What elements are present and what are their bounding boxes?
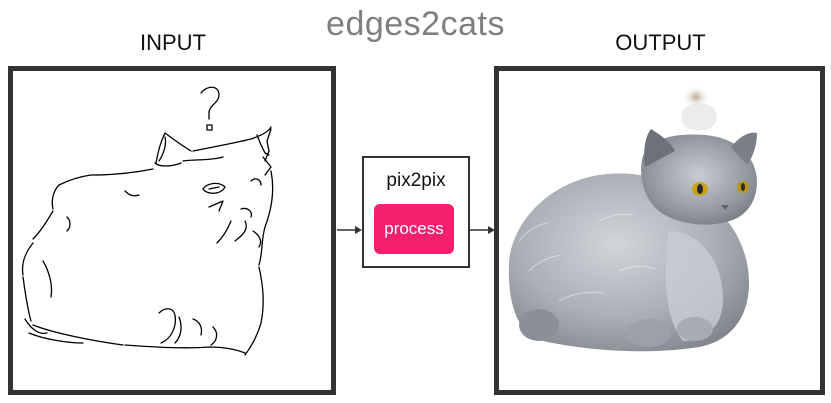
- model-box: pix2pix process: [362, 156, 470, 268]
- arrow-right-icon: [337, 226, 362, 234]
- output-image: [494, 66, 825, 395]
- input-label: INPUT: [140, 30, 206, 55]
- app-title: edges2cats: [326, 5, 505, 43]
- cat-edge-sketch: [21, 86, 274, 356]
- generated-cat-image: [508, 85, 757, 352]
- process-button[interactable]: process: [374, 204, 454, 254]
- input-drawing-canvas[interactable]: [8, 66, 336, 395]
- output-label: OUTPUT: [615, 30, 706, 55]
- arrow-right-icon: [470, 226, 495, 234]
- model-name: pix2pix: [386, 170, 446, 191]
